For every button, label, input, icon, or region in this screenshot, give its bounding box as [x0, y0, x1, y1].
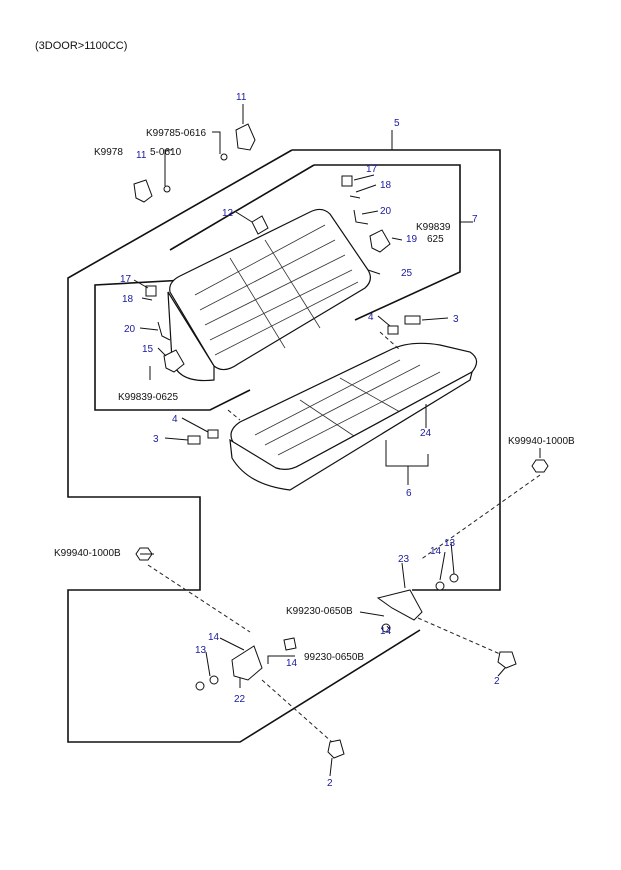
assembly-outline-5: [67, 149, 501, 743]
callout-13-left: 13: [195, 645, 207, 656]
bracket-23: [376, 573, 459, 633]
part-number-625: 625: [427, 234, 444, 245]
callout-2-lower: 2: [327, 778, 333, 789]
callout-22: 22: [234, 694, 246, 705]
callout-4-upper: 4: [368, 312, 374, 323]
callout-11-upper: 11: [236, 92, 247, 103]
callout-5: 5: [394, 118, 400, 129]
callout-14-right: 14: [430, 546, 442, 557]
part-number-k99839-upper: K99839: [416, 222, 451, 233]
bolt-2-right: [497, 651, 517, 669]
part-number-k99230-0650b: K99230-0650B: [286, 606, 353, 617]
callout-24: 24: [420, 428, 432, 439]
latch-19: [341, 175, 391, 253]
part-number-k99940-1000b-right: K99940-1000B: [508, 436, 575, 447]
seat-back-cushion: [167, 208, 371, 382]
bolt-3-upper: [387, 315, 421, 335]
part-number-k99839-0625: K99839-0625: [118, 392, 178, 403]
callout-11-lower: 11: [136, 150, 147, 161]
pivot-12: [251, 215, 269, 235]
callout-18-upper: 18: [380, 180, 392, 191]
callout-17-upper: 17: [366, 164, 378, 175]
callout-14-left: 14: [208, 632, 220, 643]
callout-20-left: 20: [124, 324, 136, 335]
guide-lines: [147, 331, 541, 743]
callout-14-mid: 14: [380, 626, 392, 637]
callout-3-upper: 3: [453, 314, 459, 325]
diagram-header: (3DOOR>1100CC): [35, 40, 128, 52]
callout-3-lower: 3: [153, 434, 159, 445]
group-7-outline: [169, 164, 461, 321]
nut-right: [531, 459, 549, 473]
callout-2-right: 2: [494, 676, 500, 687]
callout-4-lower: 4: [172, 414, 178, 425]
callout-20-upper: 20: [380, 206, 392, 217]
bolt-2-lower: [327, 739, 345, 759]
callout-12: 12: [222, 208, 234, 219]
bolt-3-lower: [187, 429, 219, 445]
callout-7: 7: [472, 214, 478, 225]
callout-6: 6: [406, 488, 412, 499]
callout-15: 15: [142, 344, 154, 355]
part-number-99230-0650b: 99230-0650B: [304, 652, 364, 663]
callout-18-left: 18: [122, 294, 134, 305]
callout-14-bolt: 14: [286, 658, 298, 669]
latch-15: [145, 285, 185, 373]
seat-cushion: [229, 342, 478, 491]
leader-lines: [133, 104, 541, 777]
bracket-22: [195, 637, 297, 691]
part-number-k99940-1000b-left: K99940-1000B: [54, 548, 121, 559]
group-left-outline: [94, 279, 251, 411]
callout-13-right: 13: [444, 538, 456, 549]
callout-25: 25: [401, 268, 413, 279]
hinge-11-lower: [133, 179, 171, 203]
callout-17-left: 17: [120, 274, 132, 285]
part-number-k9978-suffix: 5-0610: [150, 147, 182, 158]
part-number-k99785-0616: K99785-0616: [146, 128, 206, 139]
callout-23: 23: [398, 554, 410, 565]
callout-19: 19: [406, 234, 418, 245]
part-number-k9978-partial: K9978: [94, 147, 123, 158]
hinge-11-upper: [220, 123, 256, 161]
